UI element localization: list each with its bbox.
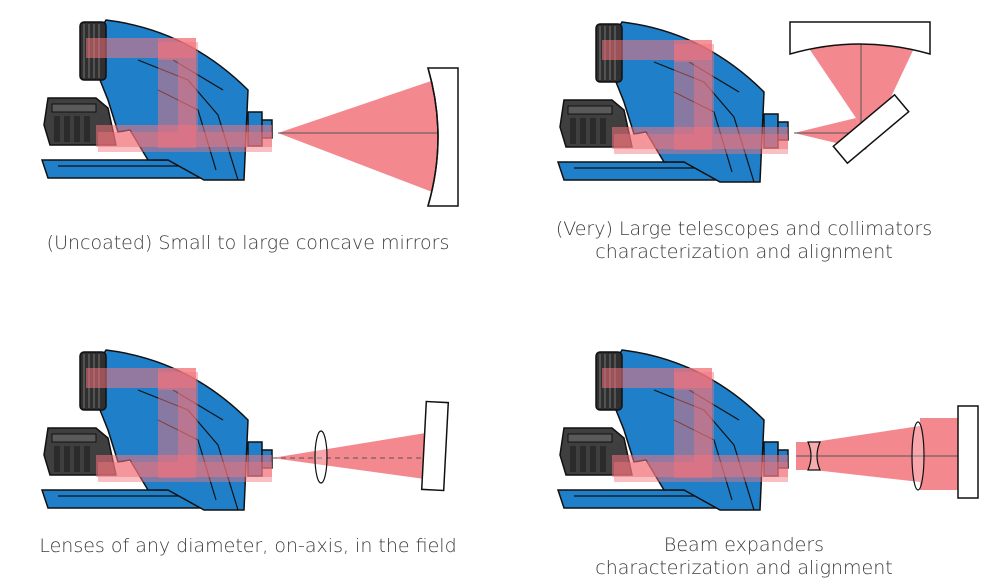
telescope-diagram (557, 21, 931, 183)
beam-expander-diagram (557, 349, 979, 511)
caption-lenses: Lenses of any diameter, on-axis, in the … (0, 535, 496, 558)
flat-mirror (957, 405, 979, 499)
panel-beam-expanders: Beam expanders characterization and alig… (496, 294, 992, 588)
panel-telescopes: (Very) Large telescopes and collimators … (496, 0, 992, 294)
instrument-illustration (41, 19, 273, 181)
caption-line: Lenses of any diameter, on-axis, in the … (39, 535, 457, 557)
caption-beam-expanders: Beam expanders characterization and alig… (496, 534, 992, 580)
caption-concave-mirrors: (Uncoated) Small to large concave mirror… (0, 232, 496, 255)
instrument-illustration (557, 21, 789, 183)
panel-lenses: Lenses of any diameter, on-axis, in the … (0, 294, 496, 588)
light-cone (278, 78, 440, 195)
concave-mirror-diagram (41, 19, 459, 207)
flat-mirror (420, 400, 450, 492)
caption-telescopes: (Very) Large telescopes and collimators … (496, 218, 992, 264)
caption-line: (Uncoated) Small to large concave mirror… (46, 232, 450, 254)
primary-mirror (789, 21, 931, 55)
expanded-beam (814, 426, 920, 482)
lens (314, 430, 328, 484)
instrument-illustration (41, 349, 273, 511)
secondary-mirror (832, 93, 910, 165)
converging-lens (911, 421, 925, 491)
caption-line: (Very) Large telescopes and collimators (555, 218, 933, 240)
diverging-lens (807, 441, 821, 471)
instrument-illustration (557, 349, 789, 511)
light-cone (272, 432, 432, 480)
lens-diagram (41, 349, 450, 511)
caption-line: characterization and alignment (595, 557, 893, 579)
caption-line: Beam expanders (663, 534, 825, 556)
panel-concave-mirrors: (Uncoated) Small to large concave mirror… (0, 0, 496, 294)
caption-line: characterization and alignment (595, 241, 893, 263)
